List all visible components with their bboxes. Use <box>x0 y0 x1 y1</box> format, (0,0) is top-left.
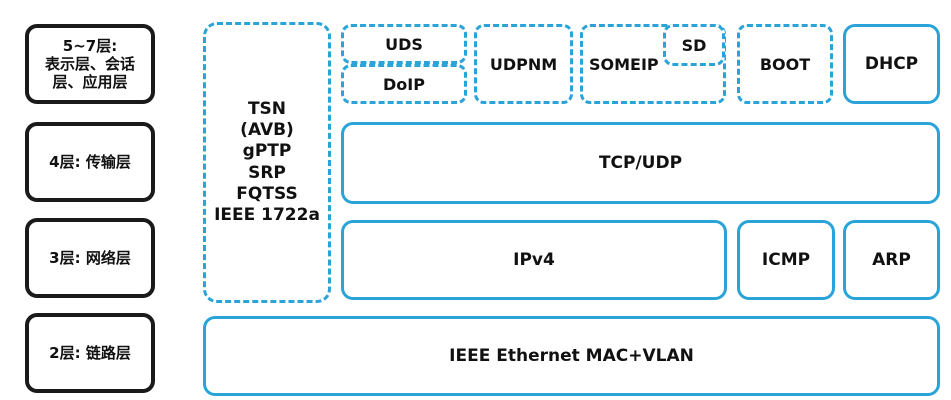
uds-label: UDS <box>385 34 423 54</box>
tsn-line: FQTSS <box>236 183 298 204</box>
ethernet-label: IEEE Ethernet MAC+VLAN <box>449 346 694 366</box>
layer-3-text: 3层: 网络层 <box>49 249 131 267</box>
uds-box: UDS <box>341 24 467 64</box>
icmp-label: ICMP <box>761 250 811 270</box>
sd-box: SD <box>663 24 725 66</box>
layer-5-7-text: 5~7层: 表示层、会话 层、应用层 <box>44 37 135 91</box>
someip-box: SOMEIP <box>580 24 726 104</box>
udpnm-box: UDPNM <box>474 24 573 104</box>
ethernet-box: IEEE Ethernet MAC+VLAN <box>203 316 940 396</box>
layer-4-text: 4层: 传输层 <box>49 153 131 171</box>
doip-box: DoIP <box>341 64 467 104</box>
sd-label: SD <box>681 35 707 55</box>
ipv4-label: IPv4 <box>513 250 555 270</box>
dhcp-label: DHCP <box>864 54 919 74</box>
icmp-box: ICMP <box>737 220 835 300</box>
tsn-line: TSN <box>247 98 287 119</box>
layer-2-text: 2层: 链路层 <box>49 344 131 362</box>
layer-5-7-label: 5~7层: 表示层、会话 层、应用层 <box>25 24 155 104</box>
boot-label: BOOT <box>759 54 811 74</box>
arp-box: ARP <box>843 220 940 300</box>
tsn-line: IEEE 1722a <box>214 205 320 225</box>
tcp-udp-label: TCP/UDP <box>598 153 683 173</box>
dhcp-box: DHCP <box>843 24 940 104</box>
arp-label: ARP <box>872 250 911 270</box>
tsn-line: SRP <box>248 162 286 183</box>
tsn-line: (AVB) <box>240 120 294 140</box>
someip-label: SOMEIP <box>589 54 659 74</box>
boot-box: BOOT <box>737 24 833 104</box>
layer-4-label: 4层: 传输层 <box>25 122 155 202</box>
doip-label: DoIP <box>383 74 425 94</box>
layer-2-label: 2层: 链路层 <box>25 313 155 393</box>
tcp-udp-box: TCP/UDP <box>341 122 940 204</box>
tsn-box: TSN (AVB) gPTP SRP FQTSS IEEE 1722a <box>203 22 331 303</box>
ipv4-box: IPv4 <box>341 220 727 300</box>
tsn-line: gPTP <box>242 141 292 162</box>
layer-3-label: 3层: 网络层 <box>25 218 155 298</box>
udpnm-label: UDPNM <box>489 54 558 74</box>
